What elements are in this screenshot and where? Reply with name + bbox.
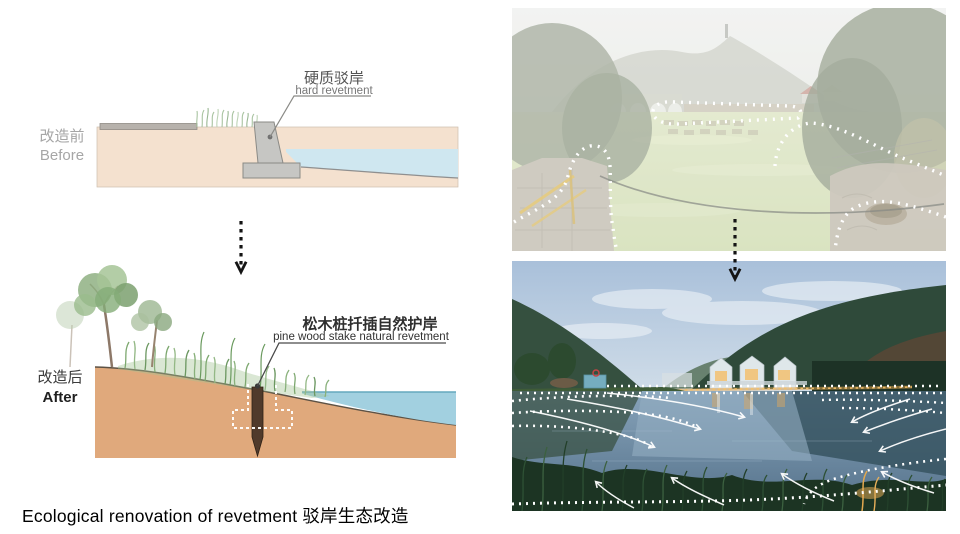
flow-arrows (529, 392, 946, 509)
left-stone-wall (512, 158, 614, 251)
boardwalk-glow (651, 385, 913, 393)
dotted-outlines-before (513, 100, 946, 251)
dotted-flow-lines (512, 384, 946, 506)
lakeside-pavilions (662, 355, 807, 390)
right-trees (802, 8, 946, 198)
left-trees (512, 23, 652, 183)
water-before (286, 149, 458, 178)
label-after-zh: 改造后 (37, 369, 82, 386)
leader-line-after (256, 342, 446, 387)
clouds (552, 281, 902, 339)
concrete-revetment-footing (242, 162, 301, 179)
diagram-after: 松木桩扦插自然护岸 pine wood stake natural revetm… (37, 265, 457, 458)
label-before-zh: 改造前 (39, 128, 84, 145)
photo-before (512, 8, 946, 251)
soil-after (95, 367, 456, 458)
leader-line-before (269, 95, 371, 138)
diagram-panel: 硬质驳岸 hard revetment 改造前 Before (37, 70, 459, 458)
photo-after-scene (512, 261, 946, 511)
hilltop-tower (725, 24, 728, 38)
grass-tuft-before (196, 107, 258, 128)
algae-streak (672, 164, 852, 176)
photo-after (512, 261, 946, 511)
photo-before-scene (512, 8, 946, 251)
algae-streak (632, 135, 752, 145)
annotation-after-zh: 松木桩扦插自然护岸 (302, 315, 437, 333)
water-after (302, 392, 456, 425)
pavement-slab (99, 123, 198, 130)
annotation-after-en: pine wood stake natural revetment (273, 331, 450, 343)
diagram-before: 硬质驳岸 hard revetment 改造前 Before (39, 70, 459, 188)
fog-wash (512, 8, 946, 251)
board-caption: Ecological renovation of revetment 驳岸生态改… (22, 506, 409, 526)
algae-streak (582, 203, 742, 217)
underwater-slope-line (300, 166, 459, 179)
label-after-en: After (42, 389, 77, 406)
trees-after (56, 265, 172, 368)
annotation-before-zh: 硬质驳岸 (304, 70, 364, 87)
cable-line (599, 175, 945, 214)
annotation-before-en: hard revetment (295, 85, 373, 97)
water-reflections (512, 391, 946, 476)
label-before-en: Before (40, 147, 84, 164)
near-tree-line (812, 361, 946, 395)
grass-band-after (124, 331, 330, 398)
